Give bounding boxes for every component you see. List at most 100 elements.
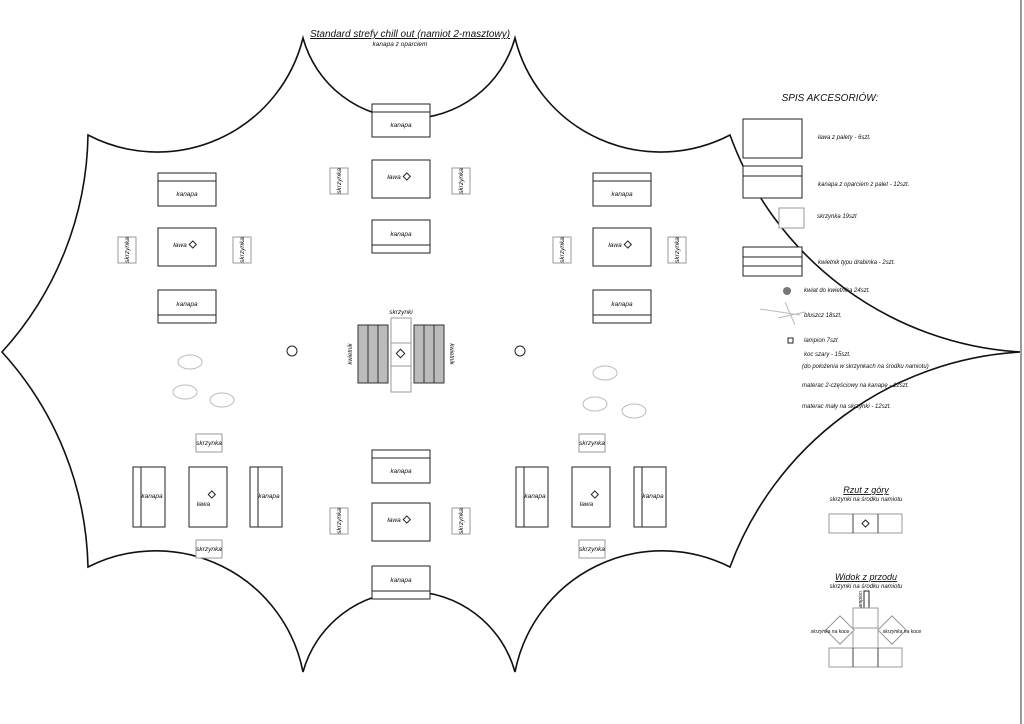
sofa: [157, 289, 217, 324]
lampion-icon: [623, 240, 633, 249]
furniture-label: ława: [173, 242, 187, 249]
legend-title: SPIS AKCESORIÓW:: [782, 91, 879, 104]
sofa: [592, 289, 652, 324]
crate: [195, 539, 223, 559]
top-view-detail: Rzut z góry skrzynki na środku namiotu: [828, 485, 903, 534]
lampion-icon: [188, 240, 198, 249]
sofa: [371, 449, 431, 484]
crate: [117, 236, 137, 264]
top-view-subtitle: skrzynki na środku namiotu: [830, 497, 903, 503]
sofa: [157, 172, 217, 207]
drawing-title: Standard strefy chill out (namiot 2-masz…: [310, 29, 510, 40]
legend-item: koc szary - 15szt.: [804, 352, 851, 358]
lampion-icon: [861, 519, 870, 528]
sofa: [371, 565, 431, 600]
sofa: [371, 219, 431, 254]
crate: [451, 507, 471, 535]
furniture-label: kanapa: [611, 301, 633, 308]
ivy-icon: [759, 301, 806, 326]
furniture-label: ława: [197, 501, 211, 508]
box-right-label: skrzynka na koce: [883, 629, 922, 635]
legend-item: kwiat do kwietnika 24szt.: [804, 288, 870, 294]
front-view-title: Widok z przodu: [835, 572, 897, 582]
furniture-label: skrzynka: [559, 237, 566, 263]
furniture-label: kanapa: [390, 577, 412, 584]
furniture-label: ława: [608, 242, 622, 249]
pallet-table: [188, 466, 228, 528]
furniture-label: skrzynka: [674, 237, 681, 263]
furniture-label: kanapa: [390, 122, 412, 129]
furniture-label: kanapa: [642, 493, 664, 500]
furniture-label: kanapa: [524, 493, 546, 500]
furniture-label: kanapa: [390, 231, 412, 238]
furniture-label: ława: [387, 517, 401, 524]
center-boxes: skrzynki: [389, 309, 413, 393]
pallet-table: [371, 159, 431, 199]
sofa: [633, 466, 667, 528]
crate: [552, 236, 572, 264]
crate: [578, 433, 606, 453]
pallet-table: [157, 227, 217, 267]
flower-ladder-label: kwietnik: [348, 342, 354, 364]
legend-item: ława z palety - 6szt.: [818, 135, 871, 141]
furniture-label: skrzynka: [458, 508, 465, 534]
legend-item: materac 2-częściowy na kanapę - 12szt.: [802, 383, 909, 389]
furniture-label: skrzynka: [196, 440, 222, 447]
furniture-label: kanapa: [390, 468, 412, 475]
legend-item: bluszcz 18szt.: [804, 313, 842, 319]
crate: [329, 507, 349, 535]
tent-mast-right: [514, 345, 526, 357]
people-figures: [172, 354, 647, 419]
furniture-label: ława: [580, 501, 594, 508]
furniture-label: skrzynka: [579, 440, 605, 447]
sofa: [249, 466, 283, 528]
furniture-label: skrzynka: [336, 508, 343, 534]
box-left-label: skrzynka na koce: [811, 629, 850, 635]
top-view-title: Rzut z góry: [843, 485, 889, 495]
furniture-label: skrzynka: [196, 546, 222, 553]
furniture-label: skrzynka: [579, 546, 605, 553]
flower-ladder-right: kwietnik: [413, 324, 454, 384]
tent-outline: [0, 34, 1021, 673]
furniture-label: ława: [387, 174, 401, 181]
front-view-detail: Widok z przodu skrzynki na środku namiot…: [811, 572, 922, 668]
sofa: [515, 466, 549, 528]
furniture-label: kanapa: [611, 191, 633, 198]
furniture-label: skrzynka: [458, 168, 465, 194]
crate: [232, 236, 252, 264]
furniture-label: skrzynka: [336, 168, 343, 194]
pallet-table: [592, 227, 652, 267]
flower-icon: [783, 287, 791, 295]
crate: [195, 433, 223, 453]
flower-ladder-label: kwietnik: [448, 343, 454, 365]
lampion-icon: [787, 337, 794, 344]
sofa: [592, 172, 652, 207]
furniture-label: kanapa: [141, 493, 163, 500]
crate: [451, 167, 471, 195]
drawing-subtitle: kanapa z oparciem: [373, 41, 429, 48]
legend-item: lampion 7szt: [804, 338, 838, 344]
pallet-table: [371, 502, 431, 542]
furniture-label: kanapa: [176, 191, 198, 198]
crate: [329, 167, 349, 195]
pallet-table: [571, 466, 611, 528]
center-boxes-label: skrzynki: [389, 309, 413, 316]
sofa: [371, 103, 431, 138]
furniture-label: skrzynka: [239, 237, 246, 263]
legend-item: kanapa z oparciem z palet - 12szt.: [818, 182, 909, 188]
lampion-icon: [590, 490, 600, 499]
furniture-label: skrzynka: [124, 237, 131, 263]
legend-item: materac mały na skrzynki - 12szt.: [802, 404, 891, 410]
lampion-icon: [207, 490, 217, 499]
lampion-icon: [395, 348, 406, 359]
furniture-label: kanapa: [176, 301, 198, 308]
lampion-label: lampion: [858, 591, 864, 609]
legend-item: skrzynka 19szt: [817, 214, 857, 220]
crate: [578, 539, 606, 559]
lampion-icon: [402, 515, 412, 524]
front-view-subtitle: skrzynki na środku namiotu: [830, 584, 903, 590]
legend-item: kwietnik typu drabinka - 2szt.: [818, 260, 895, 266]
tent-mast-left: [286, 345, 298, 357]
lampion-icon: [402, 172, 412, 181]
